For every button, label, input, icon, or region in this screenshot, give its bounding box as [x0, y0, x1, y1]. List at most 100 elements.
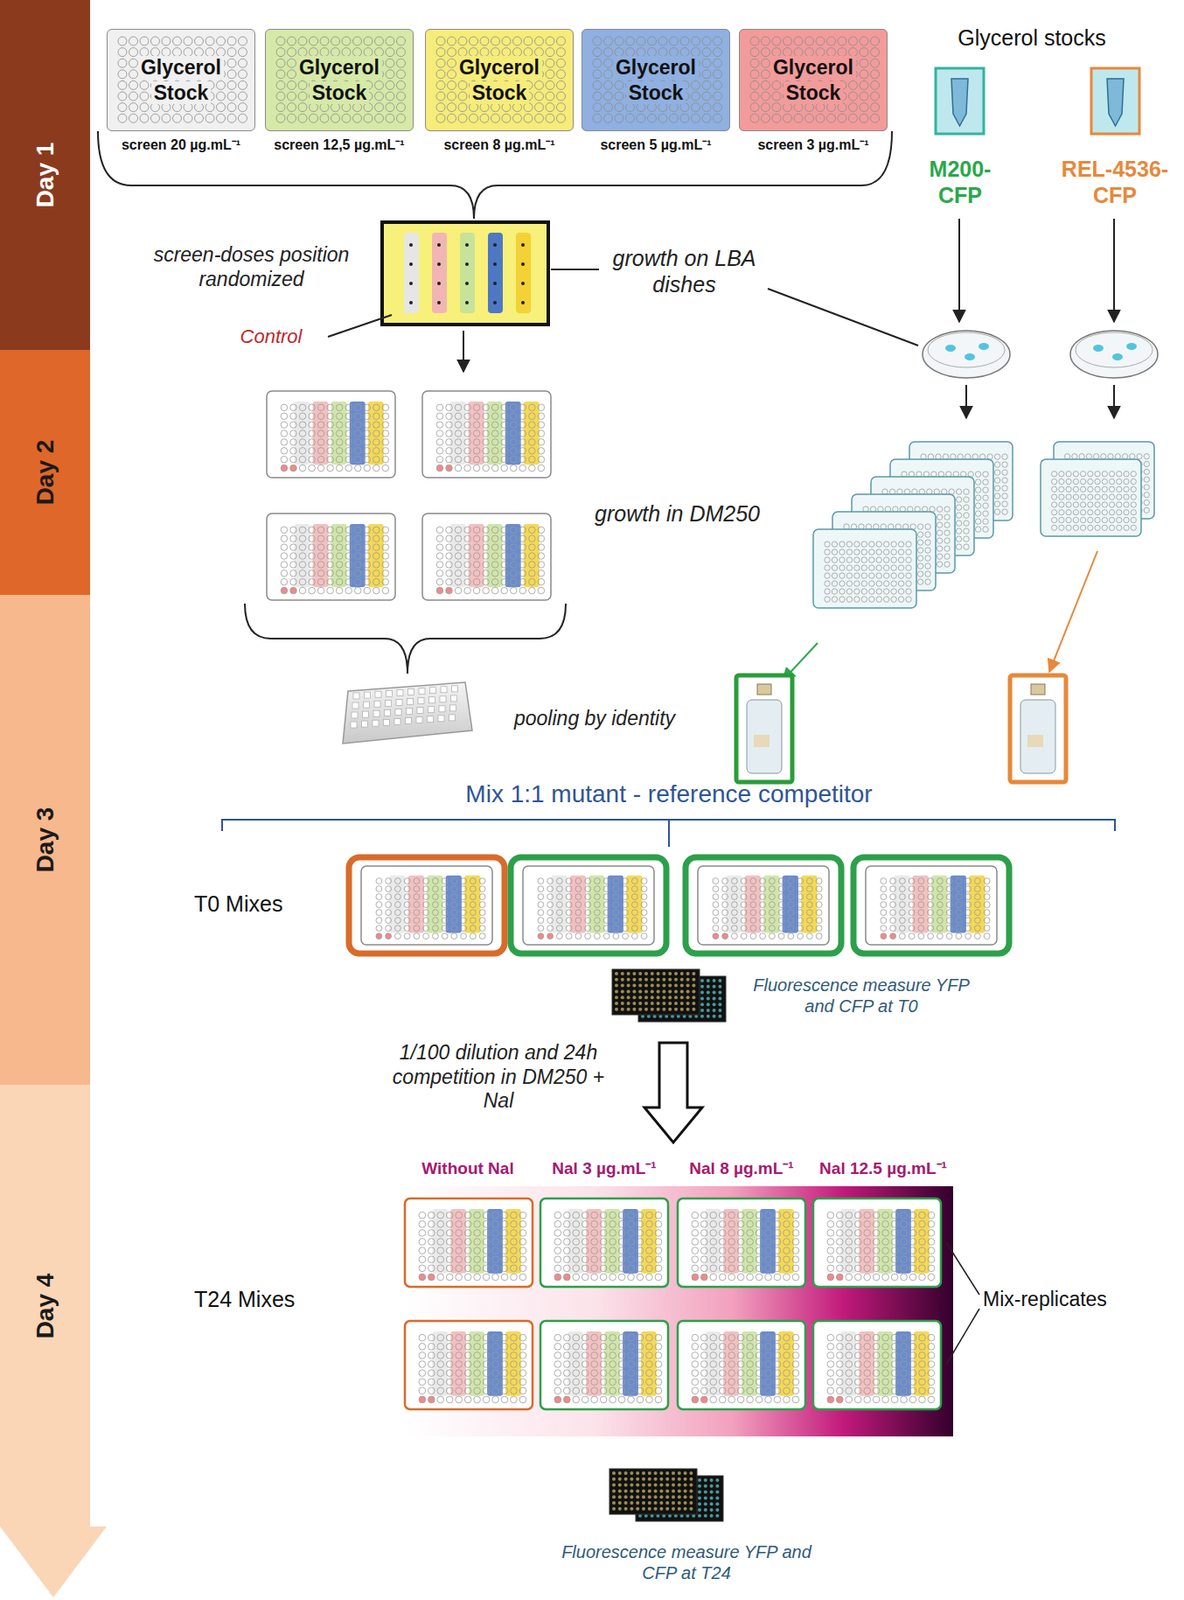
well	[354, 421, 362, 429]
well	[917, 571, 923, 577]
well	[418, 1264, 426, 1272]
well	[787, 893, 794, 900]
well	[308, 552, 316, 560]
well	[290, 455, 298, 463]
well	[451, 877, 458, 885]
well	[394, 877, 401, 885]
well	[345, 586, 353, 594]
well	[593, 901, 600, 908]
well	[565, 885, 572, 892]
well	[529, 561, 537, 569]
well	[427, 1219, 435, 1227]
well	[428, 706, 435, 713]
well	[1058, 471, 1065, 477]
well	[1058, 501, 1065, 508]
well	[473, 455, 481, 463]
well	[454, 421, 462, 429]
well	[529, 412, 537, 420]
well	[1051, 524, 1057, 530]
well	[668, 988, 672, 993]
well	[787, 885, 794, 892]
well	[382, 526, 390, 534]
well	[547, 901, 554, 908]
well	[469, 877, 476, 885]
well	[936, 877, 943, 885]
well	[509, 412, 517, 420]
well	[661, 977, 666, 982]
well	[423, 917, 430, 924]
well	[556, 909, 563, 916]
well	[700, 978, 704, 983]
well	[290, 570, 298, 578]
well	[469, 925, 476, 932]
well	[519, 1238, 527, 1246]
well	[345, 430, 353, 438]
well	[891, 596, 897, 602]
well	[537, 925, 544, 932]
well	[352, 702, 359, 709]
well	[363, 412, 371, 420]
well	[491, 421, 499, 429]
well	[451, 909, 458, 916]
colony	[493, 262, 497, 266]
well	[519, 526, 527, 534]
well	[880, 893, 887, 900]
well	[1108, 486, 1115, 492]
well	[308, 535, 316, 543]
well	[529, 455, 537, 463]
well	[464, 535, 472, 543]
well	[585, 917, 592, 924]
well	[363, 464, 371, 472]
bottle-frame	[736, 675, 793, 782]
well	[898, 885, 906, 892]
well	[891, 549, 897, 555]
well	[686, 977, 690, 982]
well	[955, 528, 962, 534]
well	[437, 1246, 445, 1254]
colony	[465, 262, 469, 266]
well	[363, 586, 371, 594]
well	[982, 494, 989, 501]
well	[1072, 453, 1078, 460]
well	[345, 561, 353, 569]
well	[815, 925, 822, 932]
well	[354, 464, 362, 472]
well	[460, 877, 467, 885]
well	[394, 909, 401, 916]
well	[674, 983, 678, 988]
well	[385, 699, 392, 706]
well	[759, 925, 767, 932]
well	[861, 572, 867, 579]
well	[482, 403, 490, 411]
well	[706, 995, 711, 1000]
well	[382, 438, 390, 446]
well	[731, 901, 738, 908]
well	[345, 412, 353, 420]
well	[1087, 524, 1094, 530]
well	[750, 885, 757, 892]
well	[612, 917, 620, 924]
well	[455, 1264, 463, 1272]
well	[861, 588, 867, 594]
well	[983, 933, 990, 940]
colony	[465, 243, 469, 247]
well	[510, 1255, 518, 1263]
well	[417, 697, 425, 704]
well	[622, 901, 629, 908]
well	[290, 526, 298, 534]
well	[354, 561, 362, 569]
well	[363, 570, 371, 578]
well	[1002, 453, 1008, 460]
petri-dish-rim	[1075, 332, 1153, 368]
well	[454, 578, 462, 586]
well	[501, 535, 509, 543]
well	[469, 893, 476, 900]
well	[880, 925, 887, 932]
bottle-cap	[1030, 683, 1045, 695]
well	[335, 403, 343, 411]
well	[327, 578, 335, 586]
well	[680, 995, 684, 999]
well	[975, 502, 981, 509]
well	[631, 893, 638, 900]
well	[905, 596, 912, 602]
